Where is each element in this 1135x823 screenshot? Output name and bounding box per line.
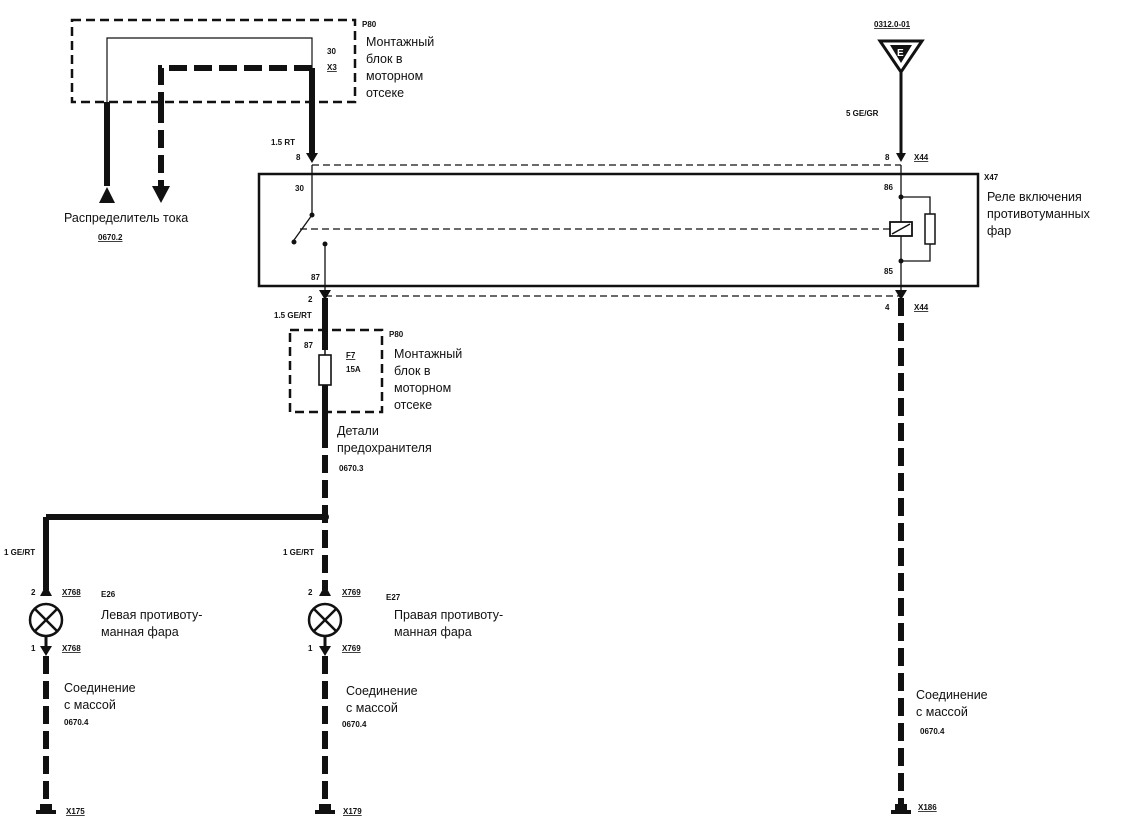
svg-text:E: E xyxy=(897,48,904,59)
p80-fuse-title-2: блок в xyxy=(394,364,431,378)
lamp-right: 2 X769 E27 Правая противоту- манная фара… xyxy=(307,585,503,656)
relay-title-1: Реле включения xyxy=(987,190,1082,204)
relay-title-2: противотуманных xyxy=(987,207,1091,221)
arrow-down-icon xyxy=(152,186,170,203)
fuse-rating: 15A xyxy=(346,365,361,374)
lamp-left-pin-top: 2 xyxy=(31,588,36,597)
ground-mid-title-2: с массой xyxy=(346,701,398,715)
lamp-left-title-1: Левая противоту- xyxy=(101,608,202,622)
source-wire: 5 GE/GR xyxy=(846,109,879,118)
wire-top-left-gauge: 1.5 RT xyxy=(271,138,295,147)
ground-right-title-2: с массой xyxy=(916,705,968,719)
lamp-right-title-2: манная фара xyxy=(394,625,472,639)
connector-arrow-icon xyxy=(896,153,906,162)
ground-mid: Соединение с массой 0670.4 X179 xyxy=(315,656,418,816)
wire-mid-gauge: 1.5 GE/RT xyxy=(274,311,312,320)
ground-left-ref: 0670.4 xyxy=(64,718,89,727)
fuse-icon xyxy=(318,354,332,386)
lamp-left-code: E26 xyxy=(101,590,116,599)
ground-left: Соединение с массой 0670.4 X175 xyxy=(36,656,136,816)
p80-fuse-title-4: отсеке xyxy=(394,398,432,412)
p80-fuse-title-1: Монтажный xyxy=(394,347,462,361)
ground-right-ref: 0670.4 xyxy=(920,727,945,736)
ground-left-conn: X175 xyxy=(66,807,85,816)
p80-fuse-block: P80 87 F7 15A Монтажный блок в моторном … xyxy=(288,298,462,430)
fuse-details: Детали предохранителя 0670.3 xyxy=(337,424,432,473)
relay-pin-86: 86 xyxy=(884,183,893,192)
ground-left-title-1: Соединение xyxy=(64,681,136,695)
arrow-up-icon xyxy=(99,187,115,203)
p80-top-title-1: Монтажный xyxy=(366,35,434,49)
lamp-left-conn-top: X768 xyxy=(62,588,81,597)
connector-x44-bottom: 2 1.5 GE/RT 4 X44 xyxy=(274,290,929,320)
relay-pin-87: 87 xyxy=(311,273,320,282)
distributor-ref: 0670.2 xyxy=(98,233,123,242)
fuse-details-title-1: Детали xyxy=(337,424,379,438)
relay-conn-bottom-pin: 4 xyxy=(885,303,890,312)
p80-fuse-pin: 87 xyxy=(304,341,313,350)
lamp-right-conn-top: X769 xyxy=(342,588,361,597)
distributor-label: Распределитель тока xyxy=(64,211,188,225)
wire-top-left-pin: 8 xyxy=(296,153,301,162)
lamp-right-pin-top: 2 xyxy=(308,588,313,597)
ground-mid-conn: X179 xyxy=(343,807,362,816)
lamp-left-title-2: манная фара xyxy=(101,625,179,639)
relay-conn-top: X44 xyxy=(914,153,929,162)
ground-left-title-2: с массой xyxy=(64,698,116,712)
lamp-left-wire: 1 GE/RT xyxy=(4,548,35,557)
relay-conn-top-pin: 8 xyxy=(885,153,890,162)
connector-x44-top: 8 X44 xyxy=(312,153,929,166)
ground-icon xyxy=(895,804,907,810)
source-ref: 0312.0-01 xyxy=(874,20,911,29)
ground-right-conn: X186 xyxy=(918,803,937,812)
relay-title-3: фар xyxy=(987,224,1011,238)
lamp-right-code: E27 xyxy=(386,593,401,602)
wire-30: 1.5 RT 8 xyxy=(271,68,318,163)
power-source: 0312.0-01 E 5 GE/GR xyxy=(846,20,925,162)
ground-icon xyxy=(40,804,52,810)
ground-icon xyxy=(319,804,331,810)
lamp-right-title-1: Правая противоту- xyxy=(394,608,503,622)
relay-pin-30: 30 xyxy=(295,184,304,193)
relay-switch-contact xyxy=(293,214,313,241)
p80-top-block: P80 Монтажный блок в моторном отсеке 30 … xyxy=(70,18,434,142)
wire-branch: 1 GE/RT 1 GE/RT xyxy=(4,430,329,590)
p80-top-title-3: моторном xyxy=(366,69,423,83)
ground-right: Соединение с массой 0670.4 X186 xyxy=(891,298,988,814)
p80-top-title-4: отсеке xyxy=(366,86,404,100)
p80-fuse-code: P80 xyxy=(389,330,404,339)
relay-resistor-icon xyxy=(924,213,936,245)
connector-arrow-icon xyxy=(306,153,318,163)
lamp-right-conn-bottom: X769 xyxy=(342,644,361,653)
p80-top-pin-x3: X3 xyxy=(327,63,337,72)
fuse-details-title-2: предохранителя xyxy=(337,441,432,455)
ground-right-title-1: Соединение xyxy=(916,688,988,702)
lamp-right-pin-bottom: 1 xyxy=(308,644,313,653)
ground-mid-title-1: Соединение xyxy=(346,684,418,698)
fuse-code: F7 xyxy=(346,351,356,360)
lamp-left: 2 X768 E26 Левая противоту- манная фара … xyxy=(28,585,202,656)
ground-mid-ref: 0670.4 xyxy=(342,720,367,729)
relay-x47: X47 Реле включения противотуманных фар 3… xyxy=(257,165,1091,295)
relay-conn-bottom: X44 xyxy=(914,303,929,312)
p80-top-pin-30: 30 xyxy=(327,47,336,56)
relay-code: X47 xyxy=(984,173,999,182)
distributor-wires: Распределитель тока 0670.2 xyxy=(64,102,188,242)
lamp-right-wire: 1 GE/RT xyxy=(283,548,314,557)
lamp-left-pin-bottom: 1 xyxy=(31,644,36,653)
p80-top-title-2: блок в xyxy=(366,52,403,66)
p80-fuse-title-3: моторном xyxy=(394,381,451,395)
fuse-details-ref: 0670.3 xyxy=(339,464,364,473)
lamp-left-conn-bottom: X768 xyxy=(62,644,81,653)
relay-pin-85: 85 xyxy=(884,267,893,276)
p80-top-code: P80 xyxy=(362,20,377,29)
wire-mid-pin: 2 xyxy=(308,295,313,304)
